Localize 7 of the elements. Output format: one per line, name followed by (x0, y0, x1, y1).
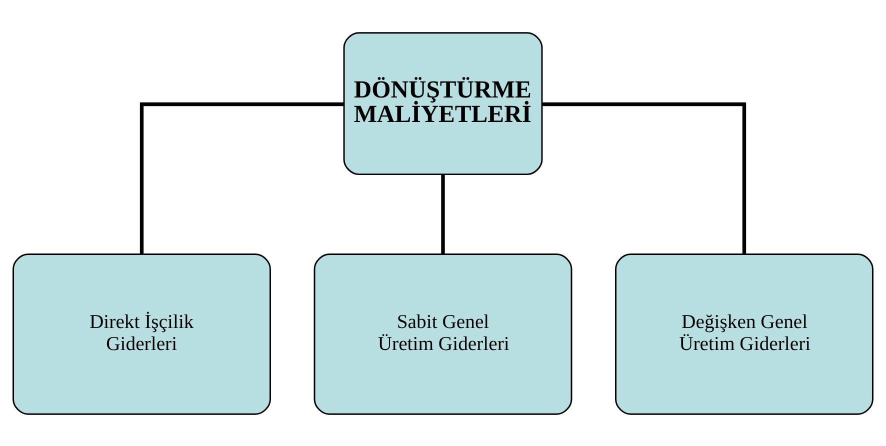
node-box: Değişken Genel Üretim Giderleri (615, 253, 874, 414)
node-box: Direkt İşçilik Giderleri (12, 253, 271, 414)
connector (542, 102, 746, 254)
node-box: Sabit Genel Üretim Giderleri (314, 253, 572, 414)
connector (441, 174, 445, 254)
connector (140, 102, 344, 254)
node-box: DÖNÜŞTÜRME MALİYETLERİ (343, 32, 543, 175)
